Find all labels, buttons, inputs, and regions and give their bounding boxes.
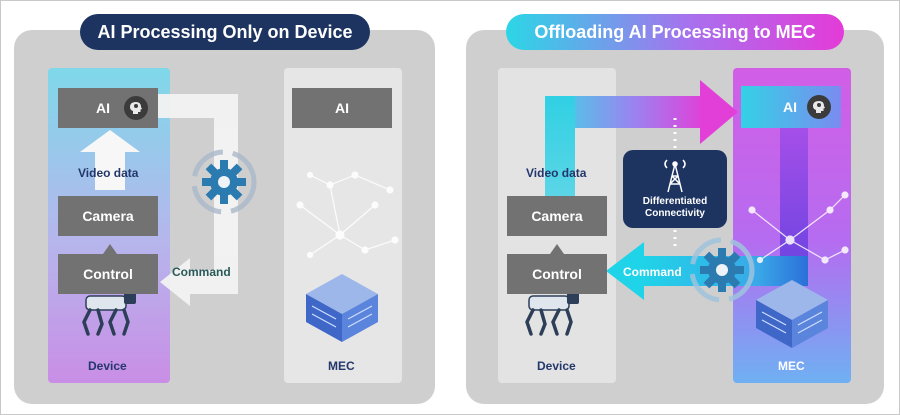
- server-stack-icon: [756, 280, 828, 348]
- left-control-box: Control: [58, 254, 158, 294]
- gear-icon: [689, 237, 755, 303]
- right-device-caption: Device: [537, 359, 576, 373]
- left-command-label: Command: [172, 265, 231, 279]
- brain-head-icon: [807, 95, 831, 119]
- server-stack-icon: [306, 274, 378, 342]
- right-panel-title: Offloading AI Processing to MEC: [506, 14, 844, 50]
- robot-dog-icon: [525, 292, 579, 336]
- right-video-data-label: Video data: [526, 166, 587, 180]
- left-ai-box: AI: [58, 88, 158, 128]
- left-control-to-camera-connector: [103, 244, 117, 254]
- connectivity-badge: [623, 150, 727, 228]
- brain-head-icon: [124, 96, 148, 120]
- left-video-data-label: Video data: [78, 166, 139, 180]
- left-camera-box: Camera: [58, 196, 158, 236]
- left-mec-ai-box: AI: [292, 88, 392, 128]
- network-graph-icon: [296, 171, 399, 259]
- right-mec-ai-box: AI: [741, 86, 841, 128]
- right-mec-down-arrow: [780, 128, 808, 278]
- left-ai-label: AI: [96, 100, 110, 116]
- connectivity-line-1: Differentiated: [642, 196, 708, 207]
- network-graph-icon: [748, 191, 849, 264]
- robot-dog-icon: [82, 292, 136, 336]
- connectivity-label: Differentiated Connectivity: [623, 196, 727, 220]
- right-command-label: Command: [623, 265, 682, 279]
- antenna-tower-icon: [664, 159, 686, 193]
- left-mec-caption: MEC: [328, 359, 355, 373]
- right-video-offload-arrow: [545, 80, 738, 206]
- left-device-caption: Device: [88, 359, 127, 373]
- left-panel-title: AI Processing Only on Device: [80, 14, 370, 50]
- right-mec-ai-label: AI: [783, 99, 797, 115]
- gear-icon: [191, 149, 257, 215]
- right-camera-box: Camera: [507, 196, 607, 236]
- right-control-box: Control: [507, 254, 607, 294]
- left-video-up-arrow: [80, 130, 140, 190]
- right-mec-caption: MEC: [778, 359, 805, 373]
- connectivity-line-2: Connectivity: [644, 208, 705, 219]
- right-control-to-camera-connector: [550, 244, 564, 254]
